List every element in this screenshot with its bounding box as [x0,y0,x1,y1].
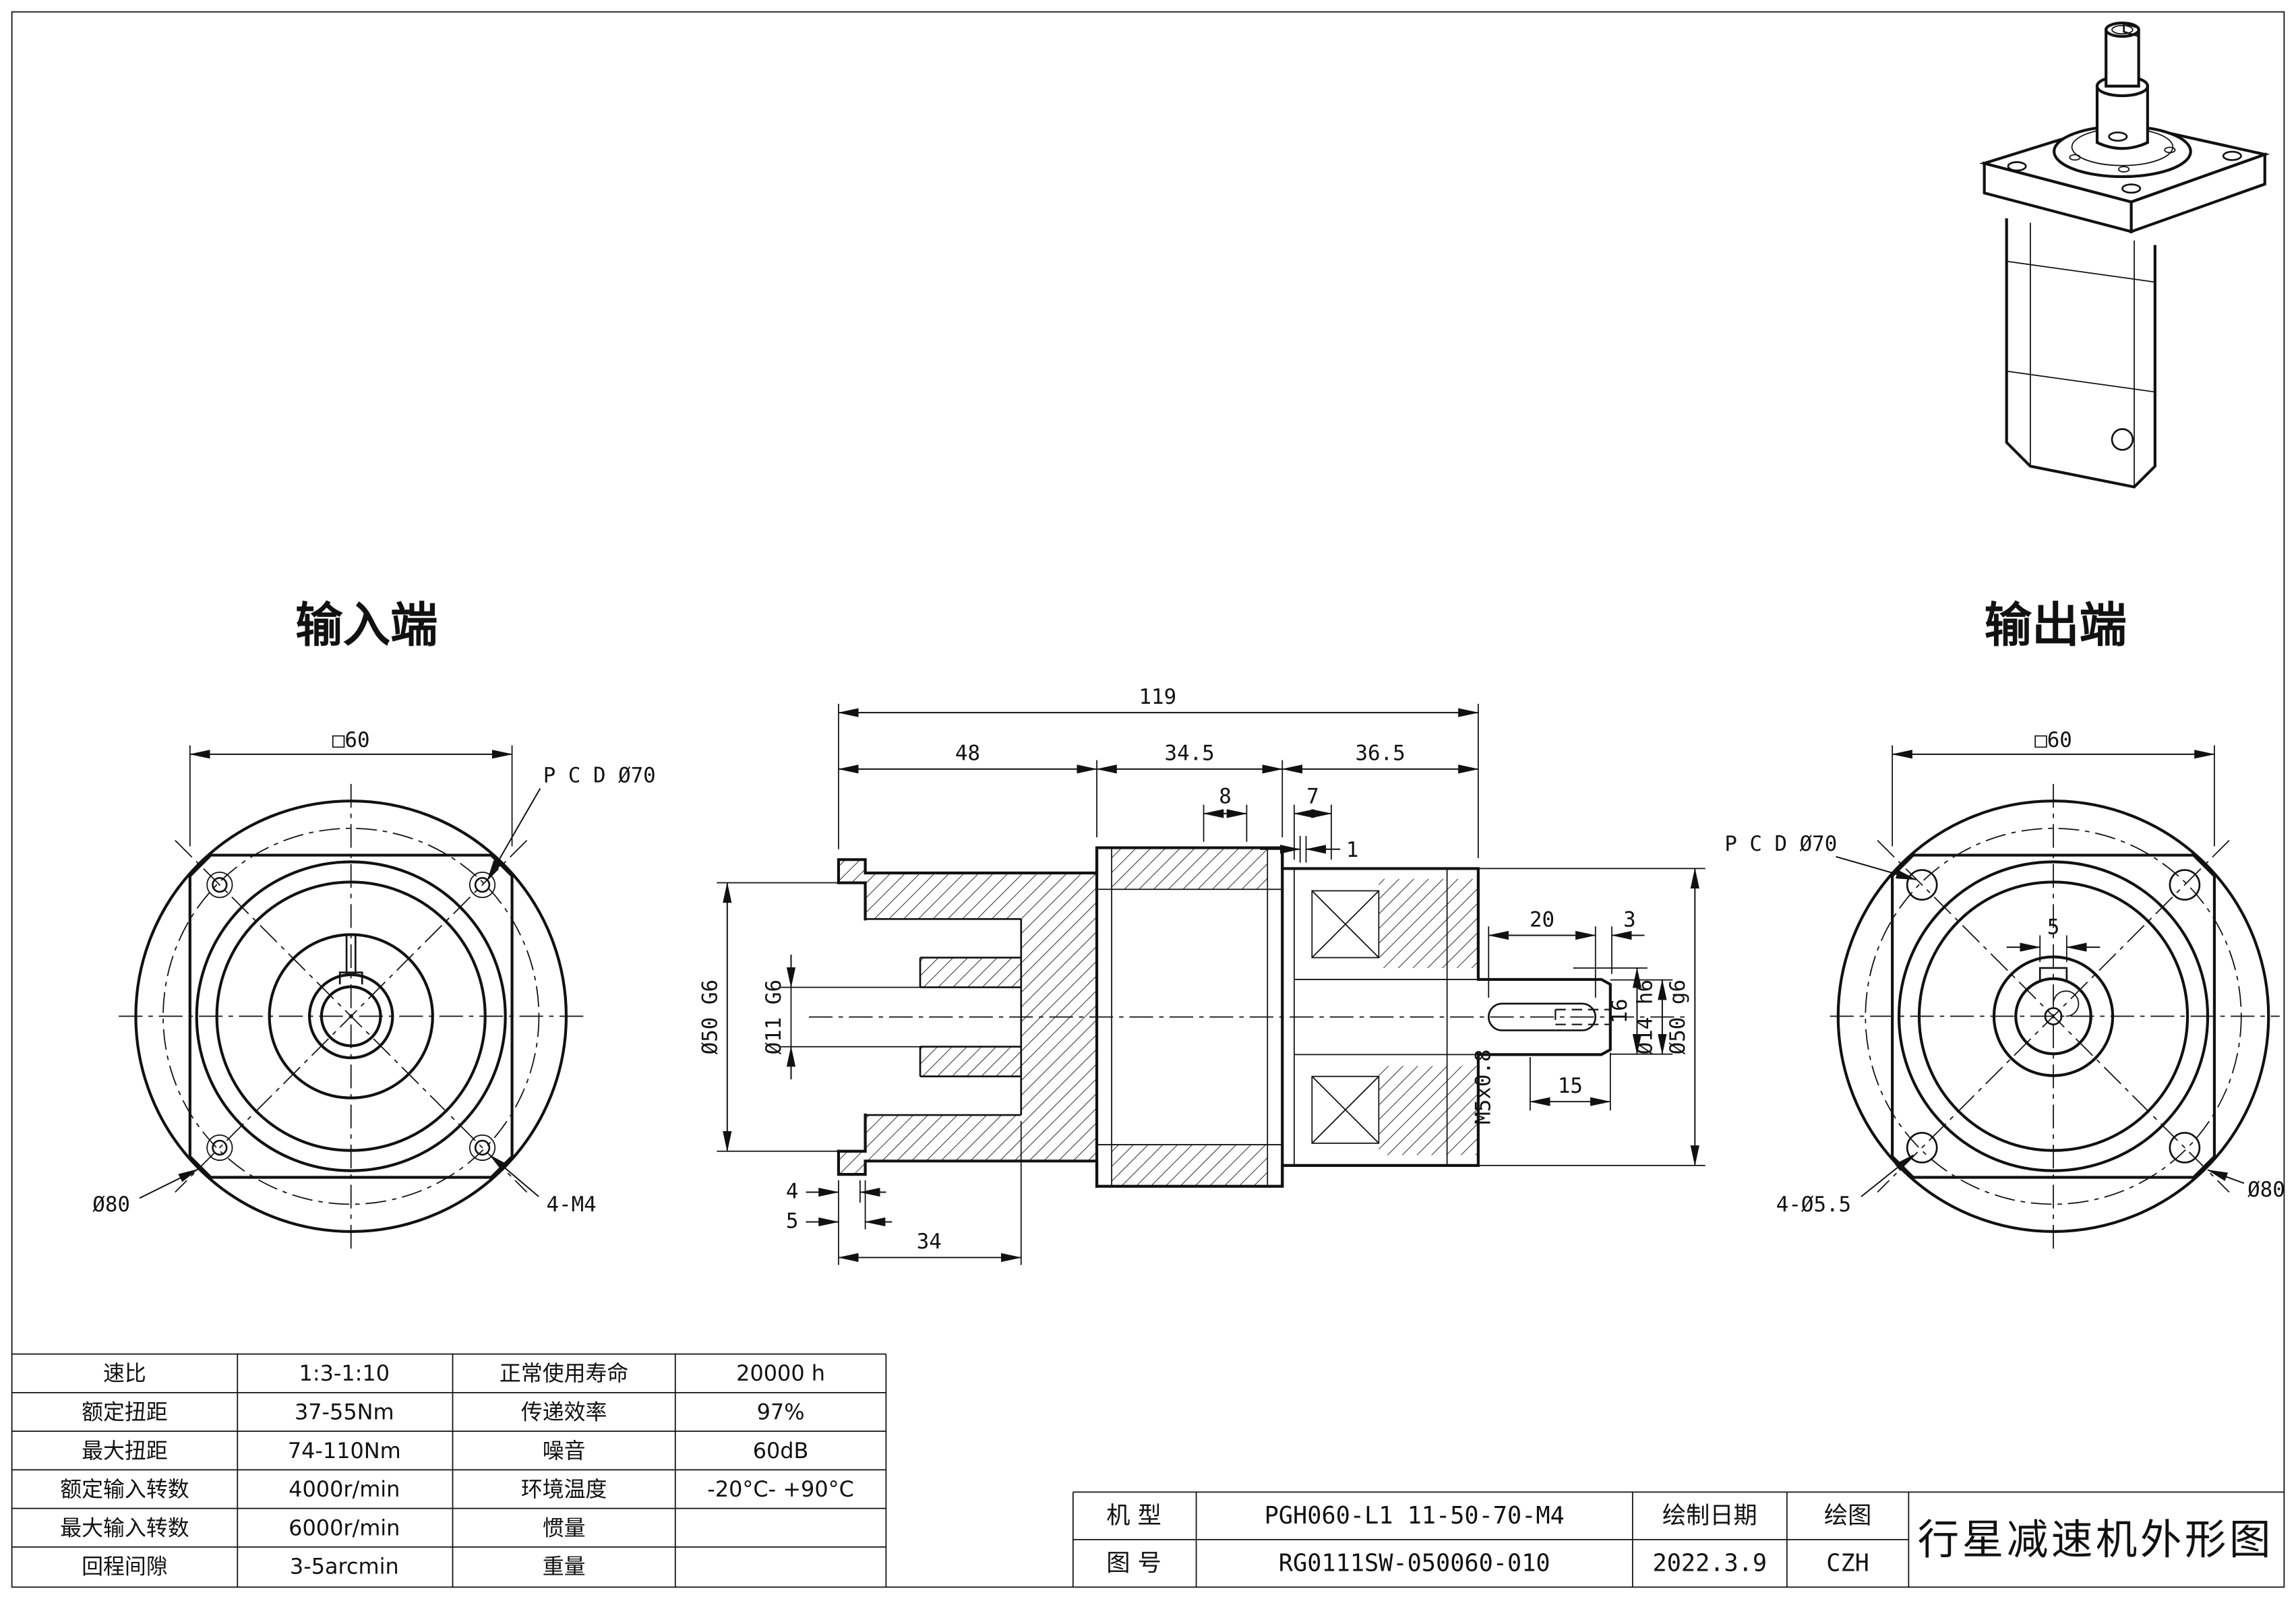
drawing-no-value: RG0111SW-050060-010 [1279,1550,1550,1577]
outer-circle-d80-out [1836,800,2270,1233]
dim-label-4d55: 4-Ø5.5 [1776,1193,1851,1217]
drawing-no-label: 图 号 [1106,1550,1161,1577]
title-block: 机 型 PGH060-L1 11-50-70-M4 绘制日期 绘图 图 号 RG… [1072,1491,2285,1588]
spec-cell: 惯量 [543,1515,586,1540]
dim-label-d80-out: Ø80 [2247,1178,2285,1202]
spec-cell: 最大扭距 [82,1438,168,1464]
dim-label-3: 3 [1623,907,1636,932]
dim-label-pcd70-out: P C D Ø70 [1724,832,1837,856]
output-end-view: 输出端 □60 5 P C D Ø70 4-Ø5.5 Ø8 [1724,597,2285,1249]
spec-cell: 最大输入转数 [60,1515,189,1540]
output-keyway [2038,967,2068,982]
input-bore-d11 [320,985,382,1048]
spec-cell: 20000 h [736,1360,825,1386]
input-end-view: 输入端 □60 P C D Ø70 Ø80 4-M4 [92,597,656,1249]
output-shaft-d14 [2014,977,2092,1056]
dim-label-20: 20 [1530,907,1554,932]
model-label: 机 型 [1106,1502,1161,1530]
dim-label-119: 119 [1139,685,1176,709]
dim-label-8: 8 [1219,785,1232,809]
page-border [11,11,2285,1588]
dim-label-d50G6: Ø50 G6 [698,979,722,1054]
spec-cell: 74-110Nm [288,1438,401,1464]
dim-label-16: 16 [1608,998,1632,1023]
drawer-value: CZH [1826,1550,1869,1577]
dim-label-1: 1 [1346,838,1359,862]
spec-cell: 6000r/min [289,1515,400,1540]
date-value: 2022.3.9 [1653,1550,1768,1577]
side-section-view: 119 48 34.5 36.5 8 7 1 20 3 Ø14 h6 16 15… [698,685,1705,1265]
spec-cell: 37-55Nm [295,1399,394,1424]
dim-label-34-5: 34.5 [1165,742,1215,766]
housing-side-hole [2111,428,2134,451]
dim-label-4: 4 [786,1179,799,1203]
dim-label-7: 7 [1306,785,1319,809]
spec-cell: 60dB [753,1438,809,1464]
dim-label-pcd70: P C D Ø70 [543,764,656,788]
spec-cell: 环境温度 [521,1476,607,1502]
dim-label-d50g6: Ø50 g6 [1666,979,1690,1054]
output-view-title: 输出端 [1985,597,2127,653]
spec-cell: 传递效率 [521,1399,607,1424]
outer-circle-d80 [134,800,568,1233]
date-label: 绘制日期 [1662,1502,1757,1530]
spec-cell: 重量 [543,1554,586,1579]
spec-cell: 3-5arcmin [290,1554,399,1579]
dim-label-36-5: 36.5 [1355,742,1405,766]
spec-cell: 噪音 [543,1438,586,1464]
dim-label-square60: □60 [332,728,370,752]
dim-label-48: 48 [955,742,980,766]
spec-cell: 4000r/min [289,1476,400,1502]
dim-label-m5: M5x0.8 [1471,1050,1495,1124]
spec-cell: 97% [757,1399,805,1424]
spec-table: 速比 1:3-1:10 正常使用寿命 20000 h 额定扭距 37-55Nm … [11,1353,887,1588]
output-bolt-holes [1906,869,2201,1164]
spec-cell: 额定扭距 [82,1399,168,1424]
output-bearing [1311,890,1380,1144]
dim-label-key5: 5 [2047,915,2060,939]
dim-label-d80: Ø80 [92,1193,130,1217]
pcd-circle [162,827,540,1205]
spec-cell: 速比 [103,1360,146,1386]
input-view-title: 输入端 [295,597,437,653]
spec-cell: -20°C- +90°C [707,1476,854,1502]
pilot-circle-d50 [215,880,487,1152]
dim-label-15: 15 [1558,1074,1583,1098]
pilot-circle-d50-out [1917,880,2189,1152]
spec-cell: 1:3-1:10 [299,1360,390,1386]
isometric-view [1979,22,2270,489]
dim-label-d11G6: Ø11 G6 [762,979,786,1054]
output-flange-square [1891,853,2216,1179]
shaft-keyway [2123,22,2140,38]
spec-cell: 额定输入转数 [60,1476,189,1502]
spec-cell: 回程间隙 [82,1554,168,1579]
document-title: 行星减速机外形图 [1918,1515,2274,1564]
dim-label-5: 5 [786,1209,799,1233]
dim-label-square60-out: □60 [2034,728,2072,752]
input-bolt-holes [206,872,496,1161]
dim-label-34: 34 [917,1230,942,1254]
dim-label-4m4: 4-M4 [547,1193,597,1217]
model-value: PGH060-L1 11-50-70-M4 [1265,1502,1565,1530]
m5-tapped-hole-hidden [1554,1008,1610,1025]
pcd-circle-out [1865,827,2242,1205]
shaft-keyway-slot [1487,1002,1597,1031]
drawer-label: 绘图 [1824,1502,1871,1530]
spec-cell: 正常使用寿命 [500,1360,628,1386]
